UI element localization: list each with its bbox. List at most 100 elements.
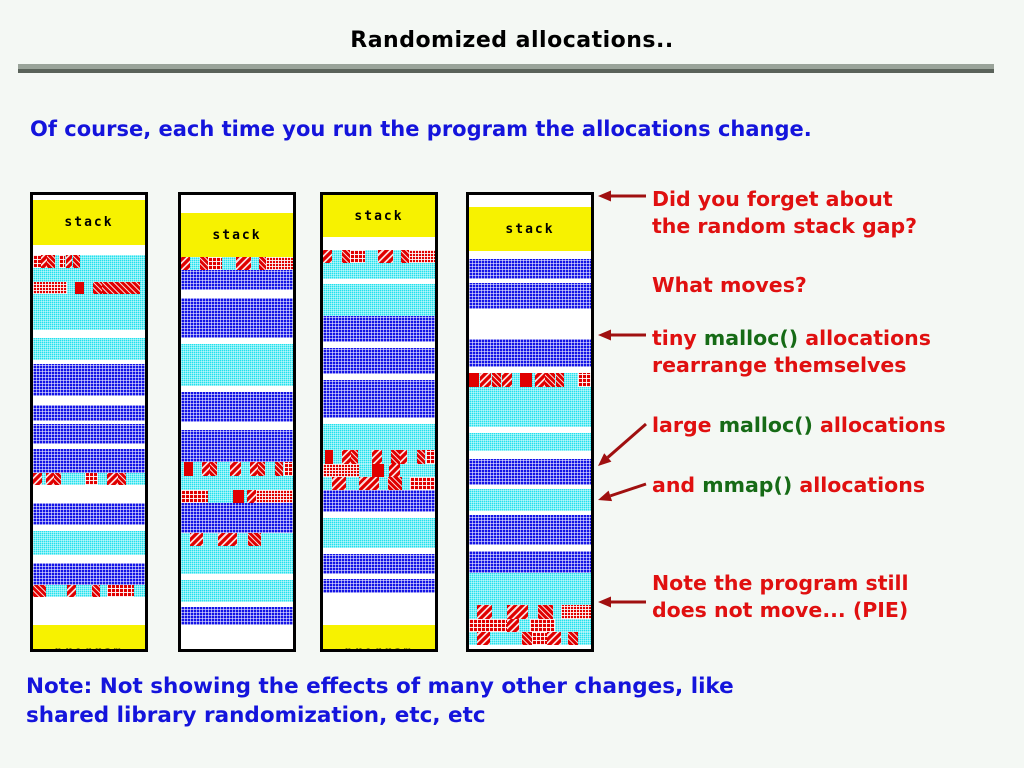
malloc-chunk	[324, 450, 334, 464]
region-mmap	[469, 459, 591, 485]
malloc-chunk	[72, 255, 80, 268]
what-moves-note: What moves?	[652, 273, 807, 297]
malloc-chunk	[400, 250, 410, 263]
region-heap	[323, 518, 435, 548]
malloc-chunk	[107, 585, 134, 597]
mmap-note-function-name: mmap()	[702, 473, 793, 497]
memory-map-run-3: stackprogram	[320, 192, 438, 652]
region-unmapped	[33, 485, 145, 503]
malloc-chunk	[416, 450, 426, 464]
region-unmapped	[469, 485, 591, 489]
malloc-chunk	[210, 462, 218, 476]
region-malloc-chunks	[33, 282, 145, 294]
region-mmap	[33, 364, 145, 396]
region-mmap	[33, 563, 145, 585]
region-mmap	[469, 515, 591, 545]
region-unmapped	[181, 574, 293, 580]
region-program: program	[33, 625, 145, 649]
region-stack: stack	[469, 207, 591, 251]
region-mmap	[33, 424, 145, 444]
malloc-chunk	[378, 250, 394, 263]
large-malloc-note-prefix: large	[652, 413, 719, 437]
malloc-chunk	[507, 619, 519, 632]
region-heap	[469, 433, 591, 451]
malloc-chunk	[372, 464, 384, 477]
malloc-chunk	[502, 373, 512, 387]
malloc-chunk	[33, 282, 68, 294]
malloc-chunk	[349, 250, 365, 263]
region-unmapped	[33, 597, 145, 625]
malloc-chunk	[507, 605, 529, 619]
memory-map-run-4: stackprogram	[466, 192, 594, 652]
region-unmapped	[469, 251, 591, 259]
malloc-chunk	[476, 632, 490, 645]
malloc-chunk	[189, 533, 203, 546]
region-heap	[181, 476, 293, 490]
region-malloc-chunks	[323, 450, 435, 464]
region-unmapped	[323, 418, 435, 424]
malloc-chunk	[218, 533, 237, 546]
pie-note: Note the program still does not move... …	[652, 571, 909, 622]
tiny-malloc-note: tiny malloc() allocations rearrange them…	[652, 325, 931, 378]
large-malloc-note: large malloc() allocations	[652, 412, 946, 439]
region-unmapped	[33, 330, 145, 338]
malloc-chunk	[350, 450, 359, 464]
region-heap	[323, 424, 435, 450]
malloc-chunk	[399, 450, 408, 464]
bottom-note: Note: Not showing the effects of many ot…	[26, 674, 734, 729]
malloc-chunk	[323, 250, 333, 263]
malloc-chunk	[491, 373, 502, 387]
malloc-chunk	[520, 373, 532, 387]
region-stack: stack	[181, 213, 293, 257]
region-mmap	[323, 490, 435, 512]
region-malloc-chunks	[181, 462, 293, 476]
region-label-program: program	[345, 645, 414, 649]
region-unmapped	[33, 245, 145, 255]
malloc-chunk	[74, 282, 85, 294]
region-mmap	[323, 380, 435, 418]
region-mmap	[181, 503, 293, 533]
region-unmapped	[181, 290, 293, 298]
region-unmapped	[33, 360, 145, 364]
malloc-chunk	[409, 250, 435, 263]
memory-map-group: stackprogramstackprogramstackprogramstac…	[30, 192, 594, 652]
region-malloc-chunks	[469, 605, 591, 619]
region-unmapped	[33, 525, 145, 531]
region-unmapped	[181, 602, 293, 607]
region-unmapped	[469, 367, 591, 373]
region-unmapped	[469, 511, 591, 515]
malloc-chunk	[67, 585, 76, 597]
malloc-chunk	[283, 462, 293, 476]
region-mmap	[323, 316, 435, 342]
malloc-chunk	[469, 619, 508, 632]
malloc-chunk	[236, 257, 252, 270]
malloc-chunk	[33, 473, 42, 485]
region-unmapped	[323, 374, 435, 380]
malloc-chunk	[258, 257, 267, 270]
region-mmap	[33, 449, 145, 473]
region-heap	[469, 489, 591, 511]
malloc-chunk	[183, 462, 194, 476]
malloc-chunk	[323, 464, 360, 477]
region-unmapped	[469, 451, 591, 459]
malloc-chunk	[522, 632, 532, 645]
malloc-chunk	[476, 605, 492, 619]
malloc-chunk	[92, 282, 103, 294]
region-unmapped	[33, 421, 145, 424]
region-unmapped	[323, 279, 435, 284]
memory-map-run-2: stackprogram	[178, 192, 296, 652]
malloc-chunk	[33, 255, 41, 268]
malloc-chunk	[341, 250, 350, 263]
region-unmapped	[181, 386, 293, 392]
malloc-chunk	[545, 373, 555, 387]
region-mmap	[33, 405, 145, 421]
malloc-chunk	[332, 477, 346, 490]
region-mmap	[323, 579, 435, 593]
malloc-chunk	[58, 255, 66, 268]
region-mmap	[469, 339, 591, 367]
region-heap	[181, 344, 293, 386]
malloc-chunk	[387, 477, 402, 490]
region-label-stack: stack	[212, 227, 262, 243]
region-unmapped	[181, 625, 293, 649]
malloc-chunk	[425, 450, 435, 464]
